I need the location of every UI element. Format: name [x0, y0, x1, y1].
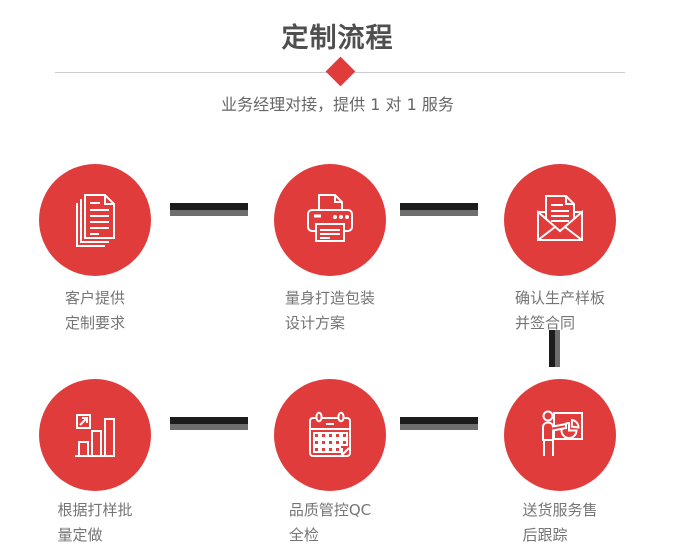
step-circle-5 [274, 379, 386, 491]
step-label-line: 客户提供 [64, 289, 125, 307]
step-label-5: 品质管控QC 全检 [245, 498, 415, 548]
step-label-line: 定制要求 [64, 314, 125, 332]
connector-step2-step3 [400, 203, 478, 216]
step-label-line: 后跟踪 [522, 526, 568, 544]
step-label-line: 送货服务售 [522, 501, 598, 519]
page-title: 定制流程 [281, 23, 394, 54]
step-label-line: 量定做 [57, 526, 103, 544]
page-subtitle: 业务经理对接，提供 1 对 1 服务 [221, 95, 454, 114]
printer-icon [307, 194, 353, 242]
step-label-3: 确认生产样板并签合同 [475, 286, 645, 336]
documents-icon [76, 194, 115, 247]
step-circle-3 [504, 164, 616, 276]
step-circle-1 [39, 164, 151, 276]
diamond-accent-icon [325, 56, 356, 87]
step-circle-2 [274, 164, 386, 276]
step-label-1: 客户提供定制要求 [10, 286, 180, 336]
step-circle-6 [504, 379, 616, 491]
step-label-2: 量身打造包装设计方案 [245, 286, 415, 336]
presentation-icon [542, 410, 583, 456]
step-circle-4 [39, 379, 151, 491]
step-label-line: 根据打样批 [57, 501, 133, 519]
connector-step3-step6 [549, 330, 560, 367]
step-label-line: 并签合同 [514, 314, 575, 332]
step-label-line: 确认生产样板 [514, 289, 605, 307]
calendar-icon [309, 411, 351, 457]
connector-step1-step2 [170, 203, 248, 216]
step-label-line: 品质管控QC [288, 501, 372, 519]
step-label-4: 根据打样批量定做 [10, 498, 180, 548]
connector-step5-step6 [400, 417, 478, 430]
step-label-line: 全检 [288, 526, 319, 544]
step-label-line: 设计方案 [284, 314, 345, 332]
step-label-line: 量身打造包装 [284, 289, 375, 307]
connector-step4-step5 [170, 417, 248, 430]
bar-chart-icon [75, 414, 115, 457]
step-label-6: 送货服务售后跟踪 [475, 498, 645, 548]
envelope-icon [537, 195, 583, 241]
